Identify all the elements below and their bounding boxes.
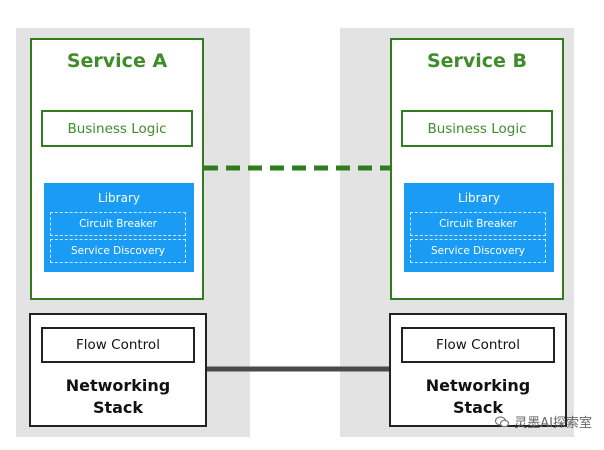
service-a-box: Service A Business Logic Library Circuit…: [30, 38, 204, 300]
service-a-networking-stack-title: Networking Stack: [31, 375, 205, 419]
service-a-library: Library Circuit Breaker Service Discover…: [44, 183, 194, 272]
service-b-stack-line-1: Networking: [425, 376, 531, 395]
service-b-box: Service B Business Logic Library Circuit…: [390, 38, 564, 300]
service-a-title: Service A: [66, 50, 168, 72]
watermark: 灵墨AI探索室: [495, 412, 592, 431]
service-b-stack-line-2: Stack: [452, 398, 504, 417]
service-b-business-logic: Business Logic: [401, 110, 553, 147]
service-b-library-title: Library: [458, 191, 500, 205]
service-a-service-discovery: Service Discovery: [50, 239, 186, 263]
watermark-text: 灵墨AI探索室: [514, 416, 592, 431]
service-a-stack-line-1: Networking: [65, 376, 171, 395]
service-a-flow-control: Flow Control: [41, 327, 195, 363]
wechat-icon: [495, 415, 510, 427]
service-b-circuit-breaker: Circuit Breaker: [410, 212, 546, 236]
service-a-business-logic: Business Logic: [41, 110, 193, 147]
service-b-networking-stack-title: Networking Stack: [391, 375, 565, 419]
service-b-service-discovery: Service Discovery: [410, 239, 546, 263]
service-a-networking-stack-box: Flow Control Networking Stack: [29, 313, 207, 427]
service-a-stack-line-2: Stack: [92, 398, 144, 417]
service-b-networking-stack-box: Flow Control Networking Stack: [389, 313, 567, 427]
service-a-library-title: Library: [98, 191, 140, 205]
service-b-title: Service B: [426, 50, 528, 72]
service-b-library: Library Circuit Breaker Service Discover…: [404, 183, 554, 272]
service-a-circuit-breaker: Circuit Breaker: [50, 212, 186, 236]
service-b-flow-control: Flow Control: [401, 327, 555, 363]
